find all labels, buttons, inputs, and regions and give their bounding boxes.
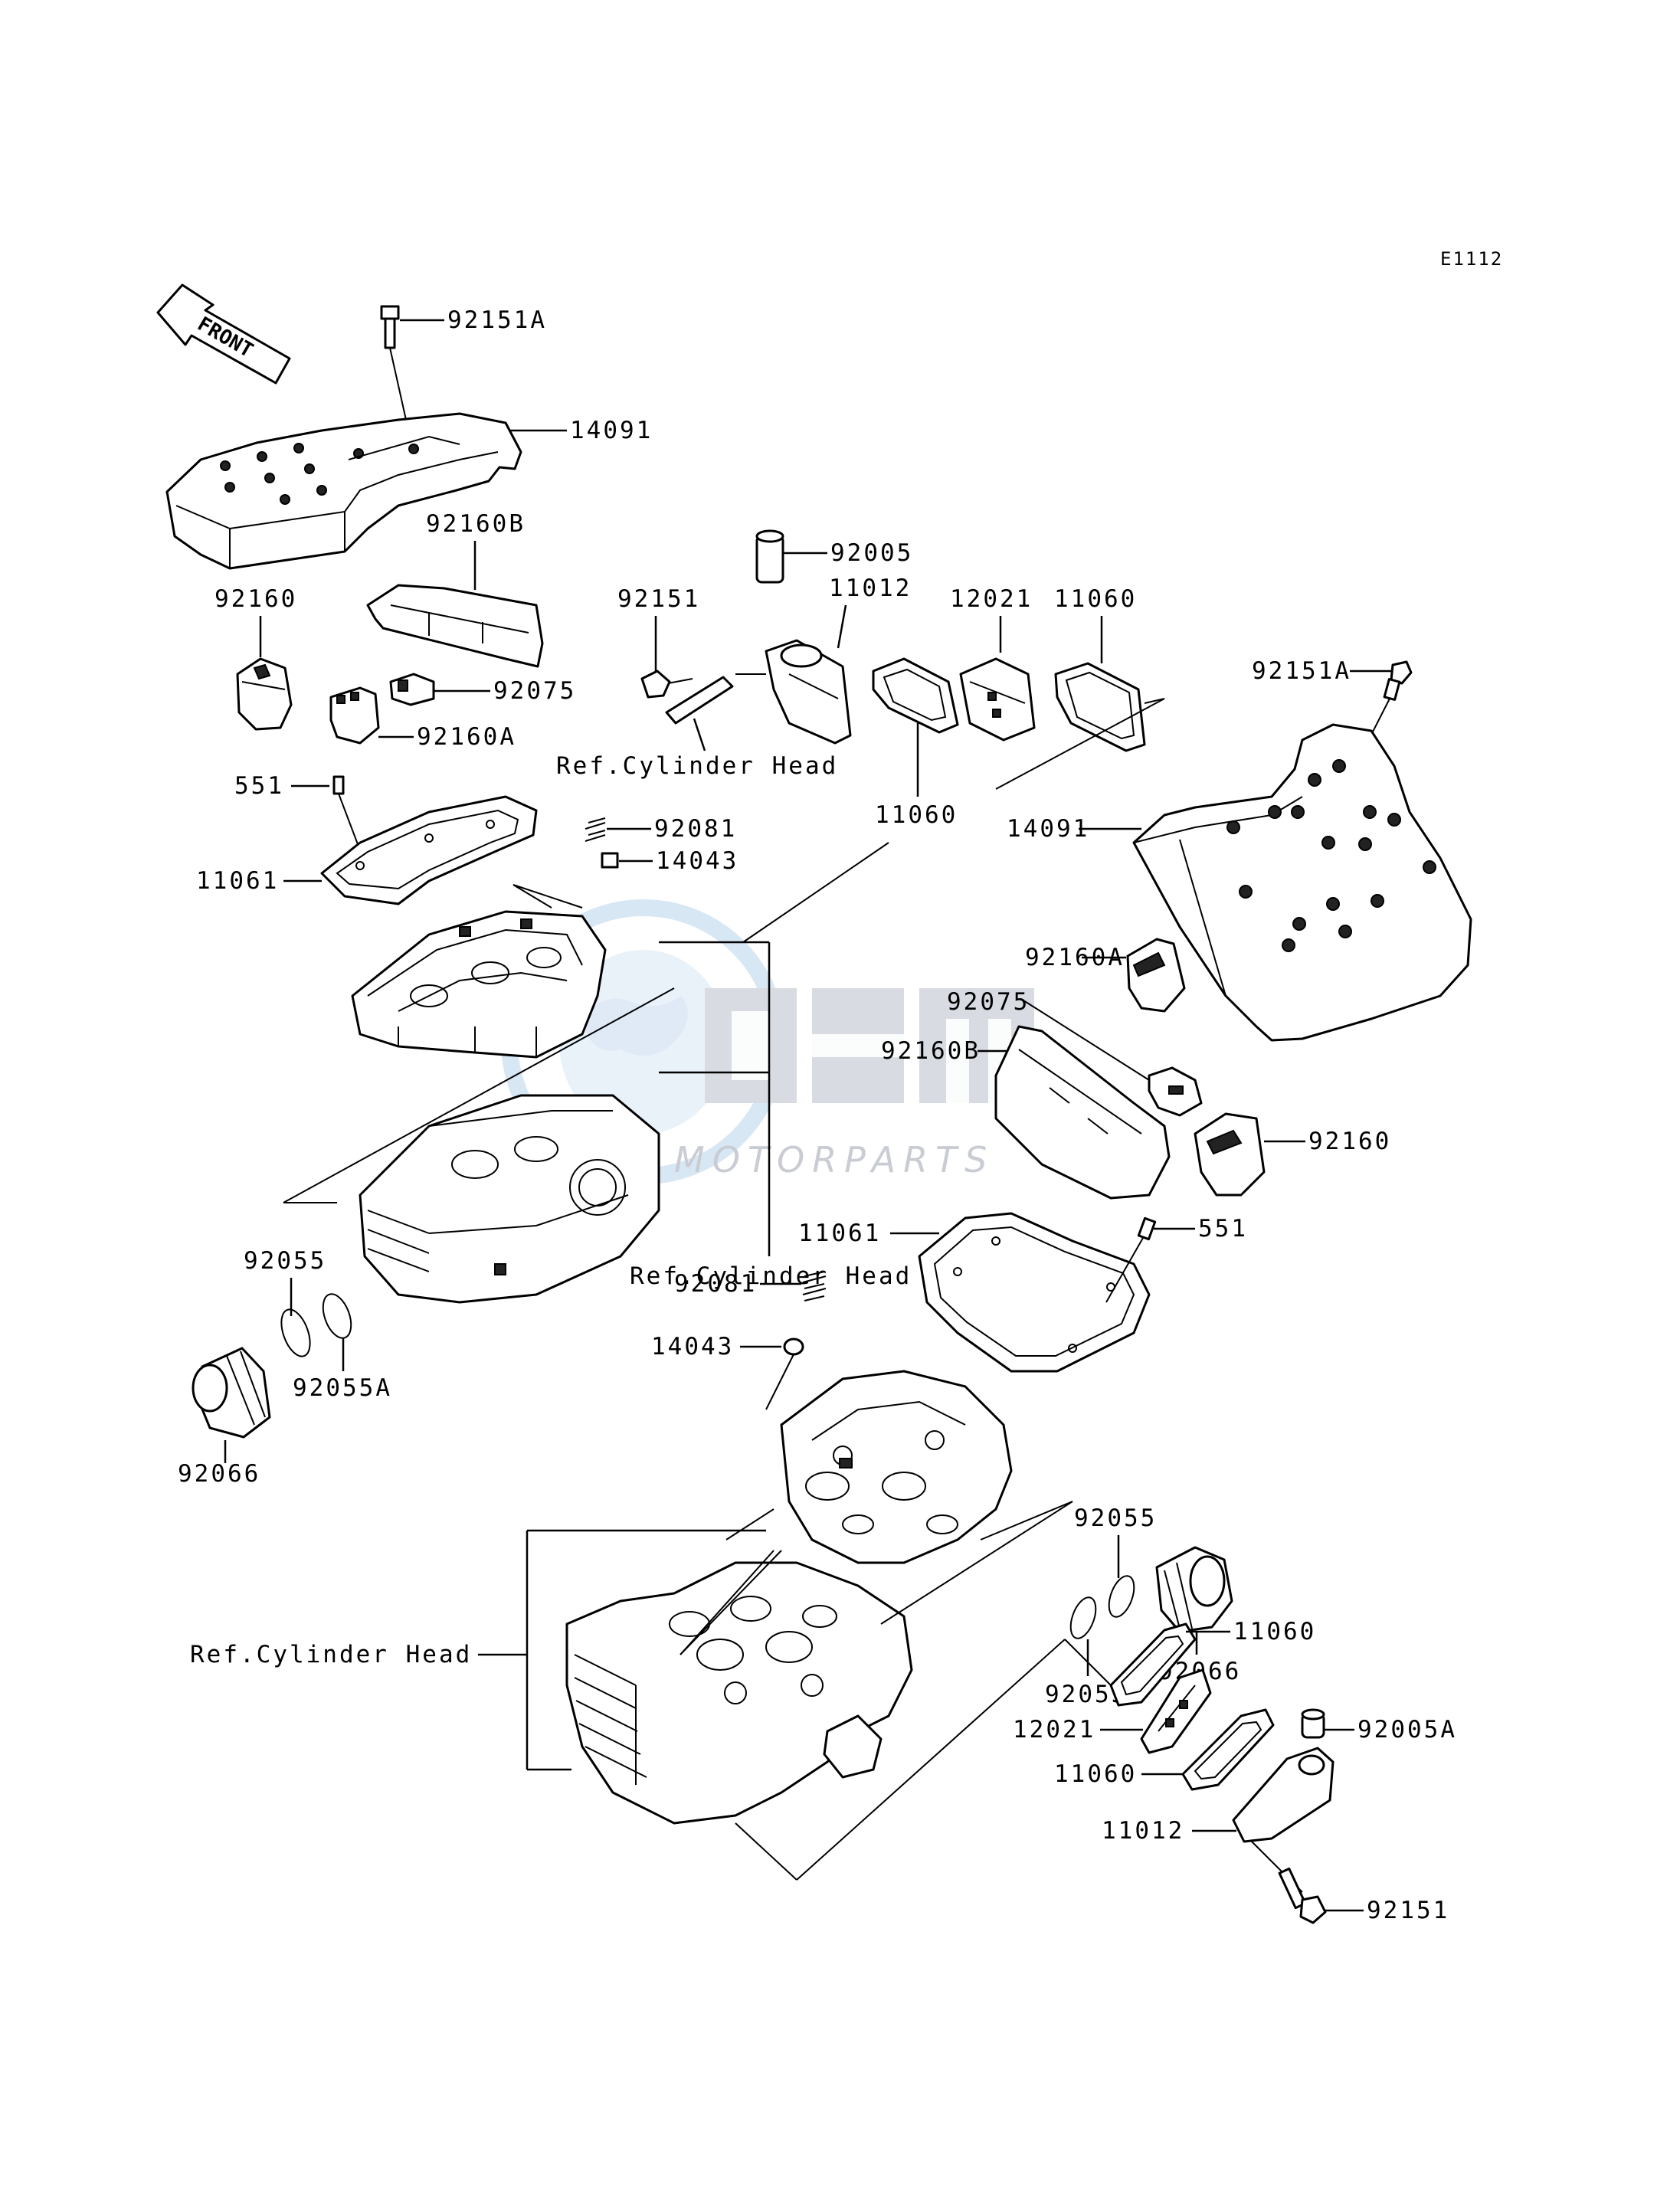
reed-valve-12021-top (959, 657, 1036, 742)
label-14091-right: 14091 (1007, 815, 1089, 843)
label-ref-cyl-head-mid: Ref.Cylinder Head (630, 1262, 912, 1290)
label-92081-mid: 92081 (674, 1270, 757, 1298)
gasket-11060-top-a (872, 657, 959, 734)
damper-92075-right (1148, 1066, 1203, 1117)
label-ref-cyl-head-bottom: Ref.Cylinder Head (190, 1641, 472, 1668)
nozzle-92005a (1301, 1708, 1354, 1739)
label-14091-top: 14091 (570, 417, 653, 444)
dowel-pin-551-right (1105, 1216, 1195, 1303)
label-11061-top: 11061 (196, 867, 279, 895)
spring-92081-top (585, 817, 651, 842)
gasket-11060-bottom-b (1141, 1708, 1275, 1791)
label-92151a-right: 92151A (1252, 657, 1351, 685)
label-14043-mid: 14043 (651, 1333, 734, 1360)
dowel-pin-551-top (332, 775, 345, 795)
label-92075-top: 92075 (493, 677, 576, 705)
nozzle-92005 (755, 529, 827, 584)
gasket-11060-bottom-a (1109, 1622, 1230, 1707)
label-92066-left: 92066 (178, 1460, 260, 1488)
spring-92081-mid (802, 1271, 827, 1302)
label-92081-top: 92081 (654, 815, 737, 843)
reed-valve-cover-11012-bottom (1192, 1747, 1335, 1843)
intake-joint-92066-left (192, 1347, 271, 1439)
label-12021-bottom: 12021 (1013, 1716, 1095, 1744)
cover-92160a-right (1126, 938, 1186, 1013)
label-551-top: 551 (234, 772, 284, 800)
cylinder-head-cover-right (1132, 723, 1472, 1042)
label-11060-bottom: 11060 (1233, 1618, 1316, 1645)
o-ring-92055-right (1108, 1575, 1135, 1618)
osm-logo-icon (501, 899, 1034, 1184)
plug-14043-top (601, 852, 653, 869)
cover-92160a-small (329, 686, 414, 745)
cylinder-head-upper (359, 1094, 660, 1304)
o-ring-92055a-left (322, 1293, 352, 1339)
label-92151a-top: 92151A (447, 306, 547, 334)
reed-valve-12021-bottom (1100, 1668, 1212, 1754)
label-11060-bottom-b: 11060 (1054, 1760, 1137, 1788)
label-92055-left: 92055 (244, 1247, 326, 1275)
plug-14043-mid (765, 1338, 804, 1410)
o-ring-92055a-right (1069, 1596, 1097, 1639)
label-ref-cyl-head-top: Ref.Cylinder Head (556, 752, 838, 780)
o-ring-92055-left (280, 1308, 311, 1357)
bolt-92151a-top (380, 305, 444, 421)
cover-plate-92160b-right (994, 1025, 1171, 1200)
label-12021-top: 12021 (950, 585, 1033, 613)
front-arrow-icon: FRONT (156, 283, 291, 385)
cylinder-head-lower (565, 1561, 913, 1825)
label-92005: 92005 (830, 539, 913, 567)
label-92055a-left: 92055A (293, 1374, 392, 1402)
label-92075-right: 92075 (947, 988, 1030, 1016)
label-92160-top: 92160 (215, 585, 297, 613)
label-11061-right: 11061 (798, 1220, 881, 1247)
label-14043-top: 14043 (656, 847, 738, 875)
label-11012-top: 11012 (829, 575, 912, 602)
reed-valve-cover-11012 (735, 604, 852, 745)
label-92151-top: 92151 (617, 585, 700, 613)
label-92160a-top: 92160A (417, 723, 516, 751)
reed-tube (665, 676, 734, 725)
label-551-right: 551 (1198, 1215, 1248, 1243)
gasket-11061-top (320, 795, 538, 905)
rocker-case-top (351, 910, 607, 1059)
label-92160b-right: 92160B (881, 1037, 981, 1065)
diagram-code: E1112 (1440, 248, 1503, 270)
label-11060-mid: 11060 (875, 801, 958, 829)
bolt-92151-bottom (1251, 1841, 1364, 1924)
watermark-subtitle: MOTORPARTS (674, 1139, 994, 1180)
gasket-11060-top-b (1054, 662, 1146, 752)
label-92160-right: 92160 (1308, 1128, 1391, 1155)
damper-92075 (389, 673, 490, 706)
intake-joint-92066-right (1155, 1546, 1233, 1633)
label-11012-bottom: 11012 (1102, 1817, 1184, 1845)
gasket-11061-right (918, 1212, 1151, 1373)
cover-92160-small (236, 657, 293, 731)
label-92055-right: 92055 (1074, 1505, 1157, 1532)
rocker-case-bottom (780, 1370, 1013, 1564)
label-92160b-top: 92160B (426, 510, 526, 538)
label-11060-top: 11060 (1054, 585, 1137, 613)
cover-plate-92160b (366, 584, 544, 668)
label-92151-bottom: 92151 (1367, 1897, 1449, 1924)
cylinder-head-cover-left (165, 412, 567, 570)
bolt-92151-top (640, 670, 693, 699)
label-92005a: 92005A (1357, 1716, 1457, 1744)
cover-92160-right (1194, 1112, 1305, 1197)
